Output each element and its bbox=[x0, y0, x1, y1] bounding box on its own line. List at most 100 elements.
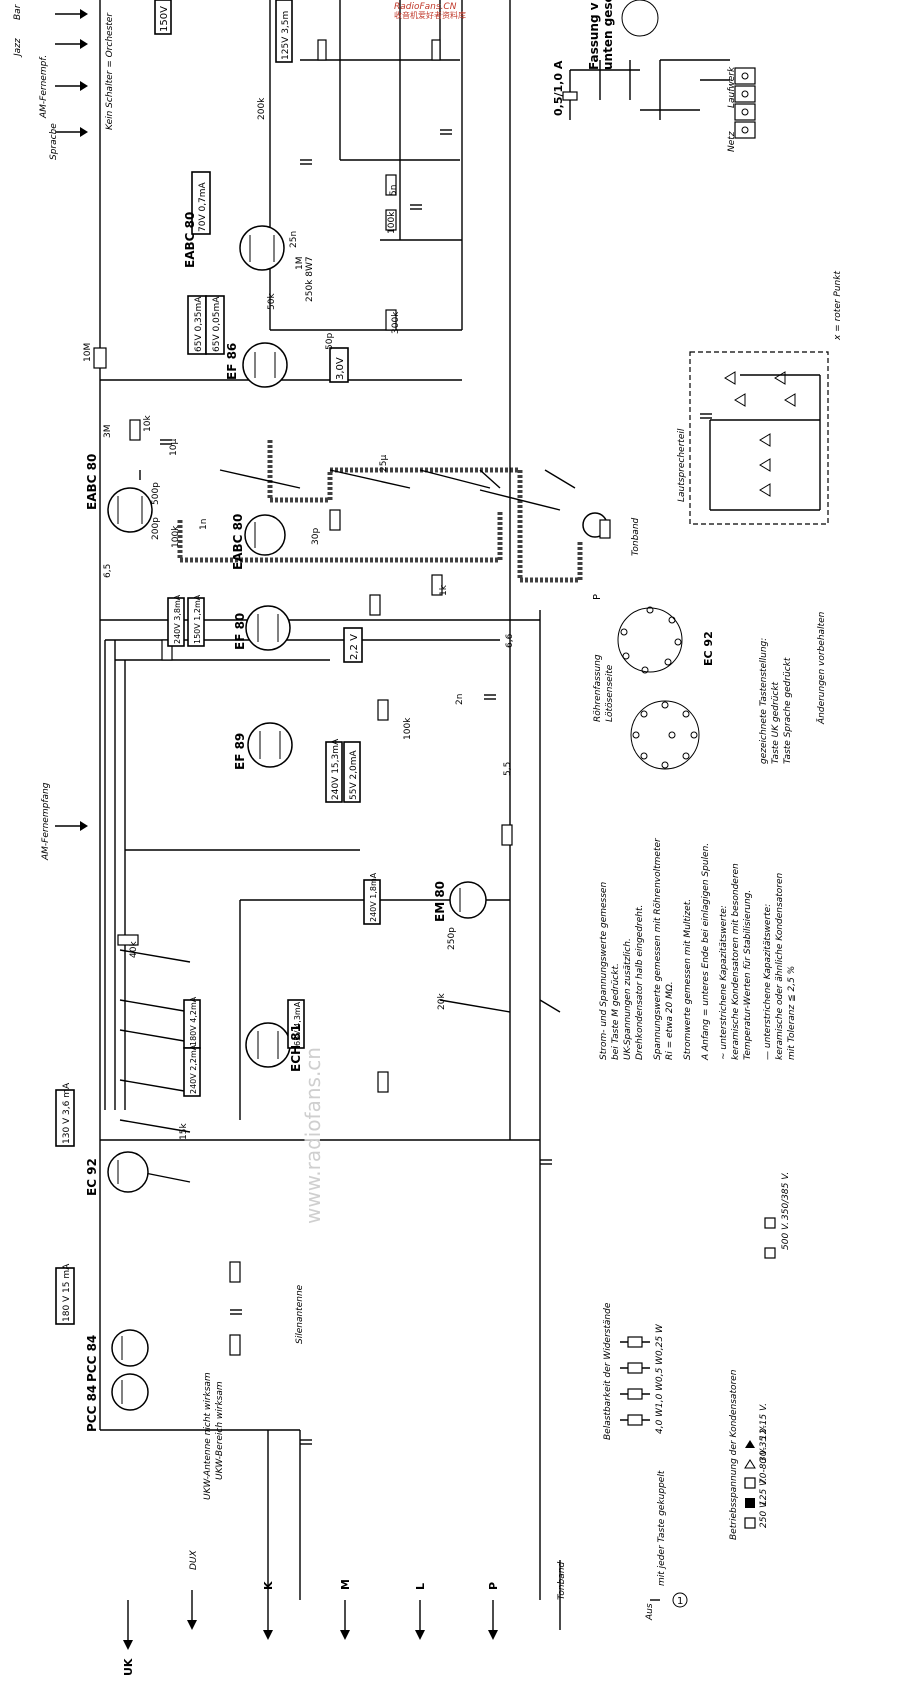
svg-text:gezeichnete Tastenstellung:: gezeichnete Tastenstellung: bbox=[759, 638, 769, 764]
svg-text:250 V.: 250 V. bbox=[759, 1500, 769, 1528]
tube-eabc80-mid bbox=[244, 514, 286, 556]
speaker-section bbox=[689, 351, 829, 525]
tube-pcc84-a bbox=[111, 1329, 149, 1367]
svg-text:Drehkondensator halb eingedreh: Drehkondensator halb eingedreht. bbox=[635, 905, 645, 1060]
svg-text:5n: 5n bbox=[389, 185, 399, 196]
resistor-legend-symbols bbox=[620, 1336, 650, 1426]
svg-text:25µ: 25µ bbox=[379, 455, 389, 472]
watermark-overlay: www.radiofans.cn bbox=[301, 1047, 325, 1224]
voltage-box-180v: 180V 4,2mA bbox=[183, 996, 201, 1049]
capacitor-legend-symbols bbox=[744, 1217, 776, 1529]
svg-text:200k: 200k bbox=[257, 97, 267, 120]
svg-text:300k: 300k bbox=[391, 311, 401, 334]
shielded-cable-2 bbox=[177, 510, 503, 563]
svg-text:240V 2,2mA: 240V 2,2mA bbox=[189, 1044, 198, 1094]
svg-text:Taste Sprache gedrückt: Taste Sprache gedrückt bbox=[783, 657, 793, 764]
svg-text:keramische Kondensatoren mit b: keramische Kondensatoren mit besonderen bbox=[731, 863, 741, 1060]
svg-text:30-35 V.: 30-35 V. bbox=[759, 1425, 769, 1462]
svg-text:6,6: 6,6 bbox=[505, 633, 515, 648]
svg-text:40k: 40k bbox=[129, 941, 139, 958]
label-jazz: Jazz bbox=[13, 38, 23, 58]
label-sprache: Sprache bbox=[49, 123, 59, 160]
svg-text:240V 1,8mA: 240V 1,8mA bbox=[369, 872, 378, 922]
voltage-box-180v-b: 180 V 15 mA bbox=[55, 1263, 75, 1325]
tube-label-pcc84-b: PCC 84 bbox=[85, 1385, 99, 1432]
label-aus-note: mit jeder Taste gekuppelt bbox=[657, 1470, 667, 1586]
svg-text:150V: 150V bbox=[159, 6, 170, 32]
tube-ec92 bbox=[107, 1151, 149, 1193]
tube-eabc80-top bbox=[107, 487, 153, 533]
circle-marker-label: 1 bbox=[677, 1596, 683, 1607]
voltage-box-240v-d: 240V 2,2mA bbox=[183, 1044, 201, 1097]
capacitors bbox=[160, 129, 552, 1445]
top-arrows bbox=[55, 9, 88, 831]
svg-text:keramische oder ähnliche Konde: keramische oder ähnliche Kondensatoren bbox=[775, 873, 785, 1060]
label-fuse: 0,5/1,0 A bbox=[552, 60, 565, 116]
label-tonband-bottom: Tonband bbox=[557, 1561, 567, 1600]
tube-label-em80: EM 80 bbox=[433, 881, 447, 922]
voltage-box-240v-a: 240V 3,8mA bbox=[167, 594, 185, 647]
svg-text:20k: 20k bbox=[437, 993, 447, 1010]
svg-text:3M: 3M bbox=[103, 425, 113, 439]
label-dux: DUX bbox=[189, 1549, 199, 1570]
tube-label-ef86: EF 86 bbox=[225, 343, 239, 380]
label-l: L bbox=[414, 1583, 427, 1590]
socket-ec92 bbox=[617, 606, 683, 674]
voltage-box-2-2v: 2,2 V bbox=[343, 627, 363, 663]
voltage-box-125v: 125V 3,5m bbox=[275, 0, 293, 63]
component-labels: 10M 3M 10k 10µ 500p 200p 100k 1n 200k 10… bbox=[83, 97, 515, 1140]
label-ukw-antenne: UKW-Antenne nicht wirksam bbox=[203, 1372, 213, 1500]
svg-text:2,2 V: 2,2 V bbox=[349, 634, 360, 660]
label-am-fernempf-top: AM-Fernempf. bbox=[39, 55, 49, 119]
svg-text:0,5 W: 0,5 W bbox=[655, 1355, 665, 1382]
label-uk: UK bbox=[122, 1658, 135, 1676]
tube-em80 bbox=[449, 881, 487, 919]
switch-bank bbox=[119, 469, 576, 1183]
svg-text:bei Taste M gedrückt.: bei Taste M gedrückt. bbox=[611, 963, 621, 1060]
svg-text:250k 8W7: 250k 8W7 bbox=[305, 256, 315, 302]
input-arrows bbox=[100, 1170, 660, 1650]
svg-text:100k: 100k bbox=[387, 211, 397, 234]
watermark-subtitle: 收音机爱好者资料库 bbox=[394, 10, 466, 20]
svg-text:0,25 W: 0,25 W bbox=[655, 1323, 665, 1356]
label-fassung: Fassung v bbox=[587, 2, 601, 70]
tube-label-eabc80-top: EABC 80 bbox=[85, 454, 99, 510]
measurement-notes: Strom- und Spannungswerte gemessen bei T… bbox=[599, 837, 797, 1061]
label-ukw-bereich: UKW-Bereich wirksam bbox=[215, 1381, 225, 1480]
svg-text:25n: 25n bbox=[289, 231, 299, 248]
svg-text:180V 4,2mA: 180V 4,2mA bbox=[189, 996, 198, 1046]
svg-text:1k: 1k bbox=[439, 584, 449, 596]
voltage-box-130v: 130 V 3,6 mA bbox=[55, 1082, 75, 1147]
label-unten: unten gesel bbox=[601, 0, 615, 70]
svg-text:150V 1,2mA: 150V 1,2mA bbox=[193, 594, 202, 644]
tube-label-ef89: EF 89 bbox=[233, 733, 247, 770]
svg-text:180 V 15 mA: 180 V 15 mA bbox=[62, 1263, 72, 1322]
label-loetoesen: Lötösenseite bbox=[605, 664, 615, 722]
svg-text:240V 3,8mA: 240V 3,8mA bbox=[173, 594, 182, 644]
label-roter-punkt: x = roter Punkt bbox=[833, 271, 843, 341]
svg-text:UK-Spannungen zusätzlich.: UK-Spannungen zusätzlich. bbox=[623, 938, 633, 1060]
voltage-box-150v-b: 150V 1,2mA bbox=[187, 594, 205, 647]
voltage-box-240v-b: 240V 15,3mA bbox=[325, 738, 343, 803]
svg-text:70-80 V.: 70-80 V. bbox=[759, 1447, 769, 1484]
svg-text:1n: 1n bbox=[199, 519, 209, 530]
tube-pcc84-b bbox=[111, 1373, 149, 1411]
tube-label-ec92: EC 92 bbox=[85, 1158, 99, 1196]
label-k: K bbox=[262, 1581, 275, 1590]
svg-text:2n: 2n bbox=[455, 694, 465, 705]
svg-text:250p: 250p bbox=[447, 927, 457, 950]
label-aus: Aus bbox=[645, 1603, 655, 1621]
svg-text:Ri = etwa 20 MΩ.: Ri = etwa 20 MΩ. bbox=[665, 981, 675, 1060]
svg-text:Spannungswerte gemessen mit Rö: Spannungswerte gemessen mit Röhrenvoltme… bbox=[653, 837, 663, 1060]
tube-label-eabc80-upper: EABC 80 bbox=[183, 212, 197, 268]
tube-label-ef80: EF 80 bbox=[233, 613, 247, 650]
svg-text:6,5: 6,5 bbox=[103, 564, 113, 578]
svg-text:50p: 50p bbox=[325, 333, 335, 350]
svg-text:Betriebsspannung der Kondensat: Betriebsspannung der Kondensatoren bbox=[729, 1369, 739, 1540]
svg-text:3,0V: 3,0V bbox=[335, 357, 346, 380]
label-kein-schalter: Kein Schalter = Orchester bbox=[105, 12, 115, 130]
svg-text:4,0 W: 4,0 W bbox=[655, 1407, 665, 1434]
label-p-bottom: P bbox=[487, 1582, 500, 1590]
tube-ef80 bbox=[245, 605, 291, 651]
